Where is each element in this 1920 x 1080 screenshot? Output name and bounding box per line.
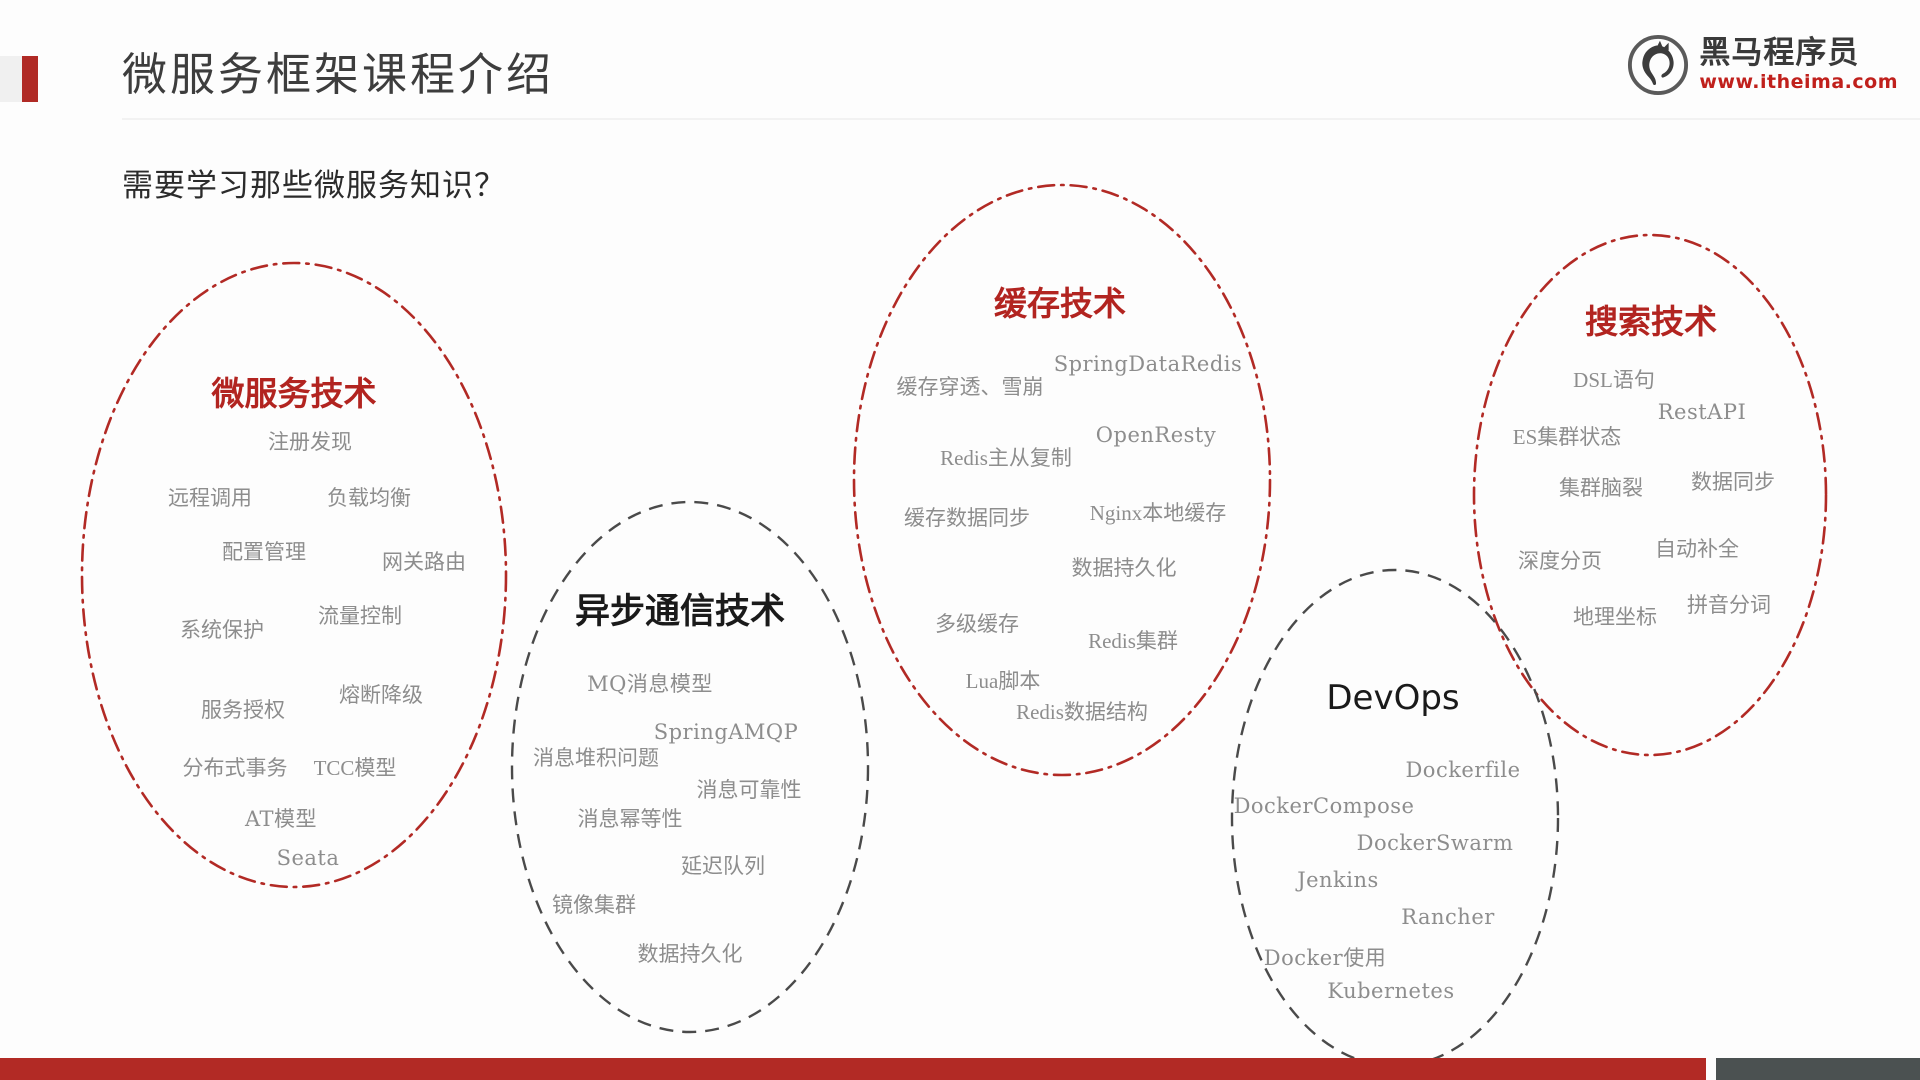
topic-item: 集群脑裂 <box>1559 476 1643 500</box>
header-accent-red-block <box>22 56 38 102</box>
topic-item: DSL语句 <box>1573 368 1655 392</box>
topic-item: ES集群状态 <box>1512 425 1622 449</box>
topic-item: 拼音分词 <box>1687 593 1771 617</box>
logo-url: www.itheima.com <box>1699 71 1898 93</box>
ellipse-cache <box>852 183 1272 777</box>
topic-item: 延迟队列 <box>681 854 765 878</box>
topic-item: 消息堆积问题 <box>533 746 659 770</box>
topic-item: SpringAMQP <box>653 720 799 744</box>
topic-item: 数据同步 <box>1691 470 1775 494</box>
topic-item: 分布式事务 <box>182 756 288 780</box>
cluster-title-async: 异步通信技术 <box>574 592 786 632</box>
logo-text-block: 黑马程序员 www.itheima.com <box>1699 38 1898 92</box>
topic-item: Rancher <box>1401 905 1495 929</box>
cluster-title-microservice: 微服务技术 <box>211 374 377 413</box>
topic-item: Docker使用 <box>1263 946 1387 970</box>
topic-item: AT模型 <box>244 807 318 831</box>
topic-item: MQ消息模型 <box>587 672 713 696</box>
topic-item: 缓存数据同步 <box>904 506 1030 530</box>
topic-item: 消息幂等性 <box>577 807 683 831</box>
brand-logo: 黑马程序员 www.itheima.com <box>1627 34 1898 96</box>
topic-item: DockerCompose <box>1233 794 1415 818</box>
topic-item: Redis集群 <box>1088 629 1178 653</box>
topic-item: Redis主从复制 <box>940 446 1072 470</box>
topic-item: 地理坐标 <box>1573 605 1657 629</box>
topic-item: 网关路由 <box>382 550 466 574</box>
footer-gray-bar <box>1716 1058 1920 1080</box>
topic-item: Lua脚本 <box>965 669 1041 693</box>
topic-item: RestAPI <box>1657 400 1747 424</box>
topic-item: Redis数据结构 <box>1016 700 1148 724</box>
topic-item mono: TCC模型 <box>313 756 397 780</box>
topic-item: 配置管理 <box>222 540 306 564</box>
section-subtitle: 需要学习那些微服务知识？ <box>122 168 506 203</box>
page-title: 微服务框架课程介绍 <box>122 50 555 100</box>
topic-item: 数据持久化 <box>637 942 743 966</box>
topic-item: 镜像集群 <box>552 893 636 917</box>
topic-item: 数据持久化 <box>1071 556 1177 580</box>
topic-item: DockerSwarm <box>1356 831 1514 855</box>
cluster-title-search: 搜索技术 <box>1585 302 1717 341</box>
topic-item: 缓存穿透、雪崩 <box>896 375 1044 399</box>
topic-item: OpenResty <box>1095 423 1217 447</box>
topic-item: Jenkins <box>1297 868 1379 892</box>
topic-item: Dockerfile <box>1405 758 1521 782</box>
cluster-title-cache: 缓存技术 <box>994 284 1126 323</box>
topic-item: 流量控制 <box>318 604 402 628</box>
topic-item: SpringDataRedis <box>1053 352 1243 376</box>
topic-item: 多级缓存 <box>935 612 1019 636</box>
topic-item: Nginx本地缓存 <box>1089 501 1227 525</box>
cluster-title-devops: DevOps <box>1326 678 1460 718</box>
topic-item: 服务授权 <box>201 698 285 722</box>
header-divider <box>122 118 1920 120</box>
footer-red-bar <box>0 1058 1706 1080</box>
topic-item: 消息可靠性 <box>696 778 802 802</box>
topic-item: 自动补全 <box>1655 537 1739 561</box>
logo-brand: 黑马程序员 <box>1699 35 1860 71</box>
topic-item: 远程调用 <box>168 486 252 510</box>
topic-item: 深度分页 <box>1518 549 1602 573</box>
topic-item: 系统保护 <box>180 618 264 642</box>
topic-item: Seata <box>276 846 340 870</box>
topic-item: 熔断降级 <box>339 683 423 707</box>
horse-head-icon <box>1628 34 1689 96</box>
topic-item: 注册发现 <box>268 430 352 454</box>
header-accent-gray-block <box>0 56 22 102</box>
topic-item: 负载均衡 <box>327 486 411 510</box>
topic-item: Kubernetes <box>1327 979 1455 1003</box>
